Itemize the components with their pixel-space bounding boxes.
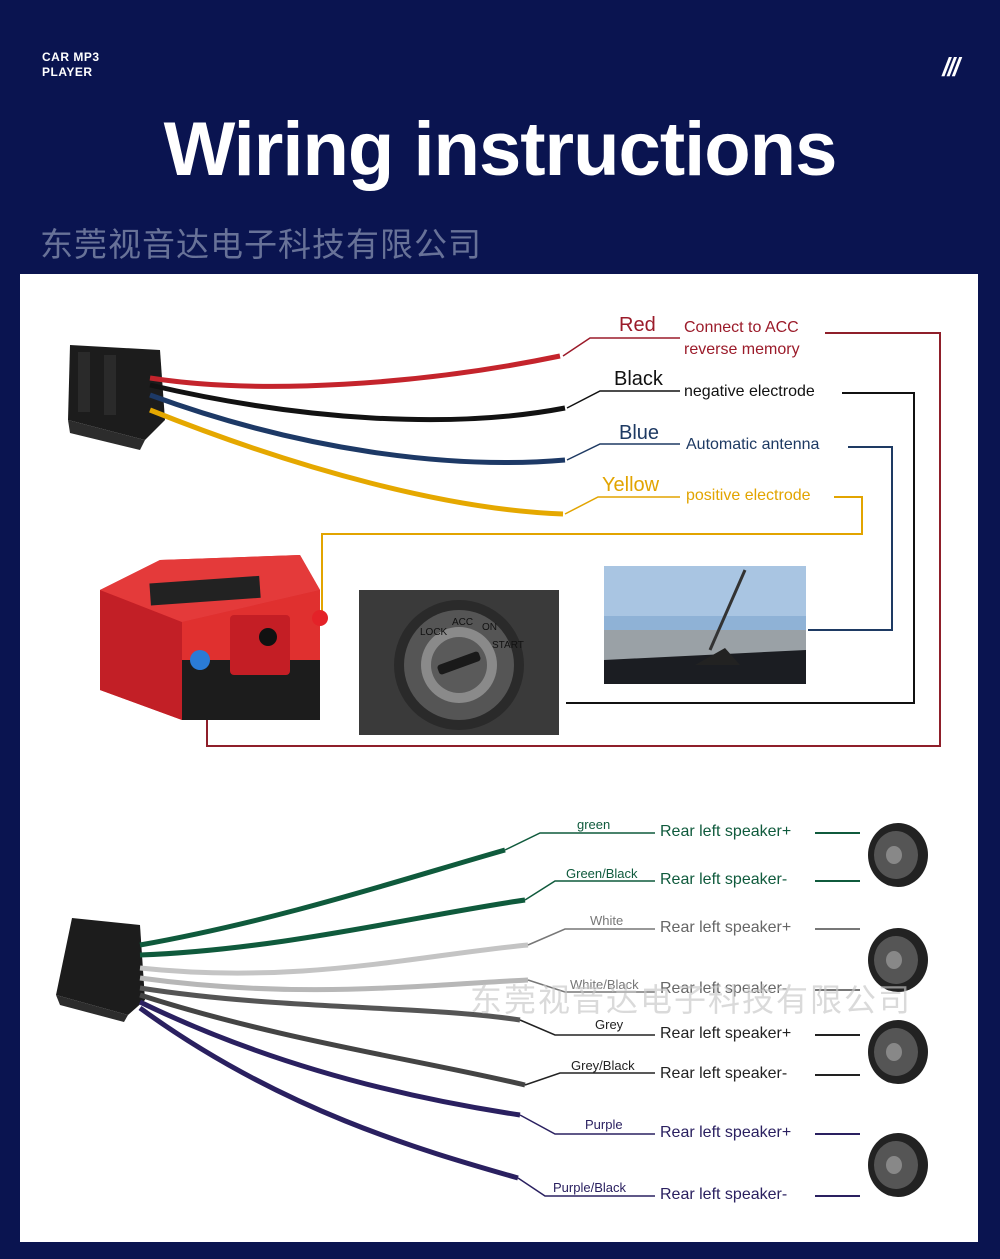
purple-black-desc: Rear left speaker- xyxy=(660,1186,788,1203)
power-connector xyxy=(68,345,165,450)
grey-black-label: Grey/Black xyxy=(571,1058,635,1073)
ignition-lock-label: LOCK xyxy=(420,627,448,638)
red-desc-line-2: reverse memory xyxy=(684,341,800,358)
ignition-acc-label: ACC xyxy=(452,617,474,628)
purple-desc: Rear left speaker+ xyxy=(660,1124,792,1141)
white-wire xyxy=(139,942,529,976)
ignition-on-label: ON xyxy=(482,622,497,633)
blue-desc: Automatic antenna xyxy=(686,436,820,453)
brand-line-1: CAR MP3 xyxy=(42,50,100,64)
green-desc: Rear left speaker+ xyxy=(660,823,792,840)
white-black-desc: Rear left speaker- xyxy=(660,980,788,997)
blue-label: Blue xyxy=(619,422,660,444)
purple-wire xyxy=(138,999,521,1118)
green-black-label: Green/Black xyxy=(566,866,638,881)
black-wire xyxy=(149,382,566,423)
battery-image xyxy=(100,555,328,720)
antenna-image xyxy=(604,566,806,684)
white-black-label: White/Black xyxy=(570,977,639,992)
grey-label: Grey xyxy=(595,1017,624,1032)
speaker-4-icon xyxy=(868,1133,928,1197)
yellow-label: Yellow xyxy=(602,474,660,496)
bottom-watermark: 东莞视音达电子科技有限公司 xyxy=(470,981,913,1019)
white-desc: Rear left speaker+ xyxy=(660,919,792,936)
decor-slashes: /// xyxy=(942,52,960,82)
black-label: Black xyxy=(614,368,663,390)
yellow-desc: positive electrode xyxy=(686,487,811,504)
speaker-2-icon xyxy=(868,928,928,992)
speaker-connector xyxy=(56,918,145,1022)
grey-wire xyxy=(139,985,521,1023)
grey-black-desc: Rear left speaker- xyxy=(660,1065,788,1082)
red-desc-line-1: Connect to ACC xyxy=(684,319,799,336)
white-black-wire xyxy=(139,975,529,993)
red-label: Red xyxy=(619,314,656,336)
green-black-wire xyxy=(139,897,526,958)
green-black-desc: Rear left speaker- xyxy=(660,871,788,888)
yellow-wire xyxy=(149,407,564,517)
blue-wire xyxy=(149,392,566,465)
ignition-image xyxy=(359,590,559,735)
purple-black-wire xyxy=(138,1005,519,1181)
page-title: Wiring instructions xyxy=(163,107,838,192)
brand-line-2: PLAYER xyxy=(42,65,93,79)
grey-black-wire xyxy=(139,992,526,1088)
green-wire xyxy=(139,847,506,948)
brand-label: CAR MP3 PLAYER xyxy=(42,50,100,80)
green-label: green xyxy=(577,817,611,832)
company-watermark: 东莞视音达电子科技有限公司 xyxy=(40,225,482,264)
red-wire xyxy=(149,353,561,389)
speaker-1-icon xyxy=(868,823,928,887)
black-desc: negative electrode xyxy=(684,383,815,400)
ignition-start-label: START xyxy=(492,640,524,651)
grey-desc: Rear left speaker+ xyxy=(660,1025,792,1042)
speaker-3-icon xyxy=(868,1020,928,1084)
white-label: White xyxy=(590,913,624,928)
purple-label: Purple xyxy=(585,1117,623,1132)
purple-black-label: Purple/Black xyxy=(553,1180,626,1195)
